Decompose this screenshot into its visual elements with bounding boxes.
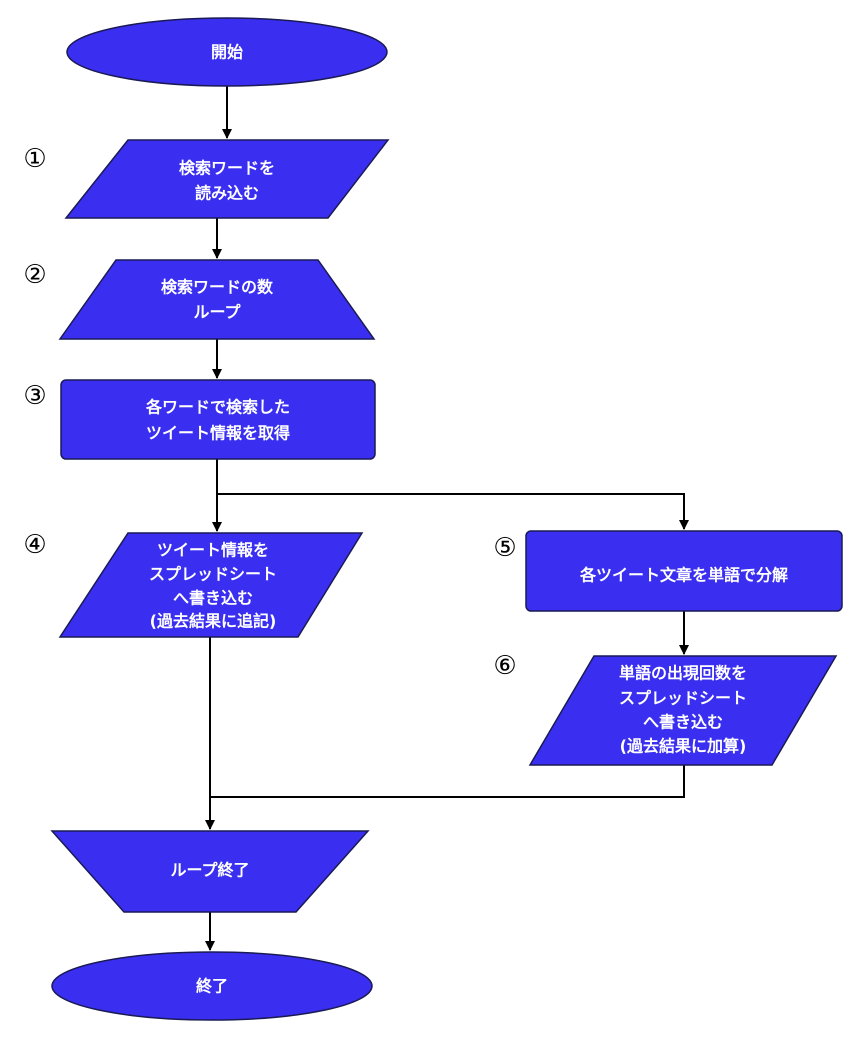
write-counts-line-1: 単語の出現回数を — [619, 664, 747, 683]
loop-end-label: ループ終了 — [170, 861, 249, 880]
write-tweets-node: ツイート情報を スプレッドシート へ書き込む (過去結果に追記) — [58, 532, 364, 638]
fetch-tweets-line-2: ツイート情報を取得 — [146, 424, 290, 443]
write-counts-node: 単語の出現回数を スプレッドシート へ書き込む (過去結果に加算) — [528, 655, 838, 766]
write-tweets-line-3: へ書き込む — [173, 589, 253, 608]
start-node: 開始 — [66, 17, 388, 87]
connectors — [205, 86, 689, 951]
step-number-5: ⑤ — [493, 533, 516, 563]
write-counts-line-3: へ書き込む — [643, 713, 723, 732]
step-number-3: ③ — [23, 381, 46, 411]
loop-begin-line-2: ループ — [193, 303, 241, 322]
step-number-2: ② — [23, 260, 46, 290]
write-counts-line-4: (過去結果に加算) — [620, 737, 747, 756]
edge-write-counts-merge — [210, 765, 685, 798]
step-number-1: ① — [23, 144, 46, 174]
end-label: 終了 — [196, 977, 228, 996]
fetch-tweets-node: 各ワードで検索した ツイート情報を取得 — [60, 379, 376, 460]
step-number-4: ④ — [23, 530, 46, 560]
fetch-tweets-line-1: 各ワードで検索した — [145, 398, 290, 417]
write-counts-line-2: スプレッドシート — [619, 689, 747, 708]
step-number-6: ⑥ — [493, 651, 516, 681]
loop-begin-node: 検索ワードの数 ループ — [58, 259, 376, 340]
write-tweets-line-4: (過去結果に追記) — [150, 612, 277, 631]
read-words-line-1: 検索ワードを — [179, 159, 275, 178]
write-tweets-line-2: スプレッドシート — [149, 565, 277, 584]
read-words-node: 検索ワードを 読み込む — [64, 139, 390, 219]
loop-end-node: ループ終了 — [50, 830, 370, 913]
start-label: 開始 — [211, 43, 243, 62]
write-tweets-line-1: ツイート情報を — [157, 541, 269, 560]
loop-begin-line-1: 検索ワードの数 — [161, 278, 274, 297]
read-words-line-2: 読み込む — [195, 184, 259, 203]
end-node: 終了 — [51, 951, 373, 1021]
edge-branch-to-split — [217, 493, 689, 530]
split-words-node: 各ツイート文章を単語で分解 — [525, 530, 843, 612]
split-words-line-1: 各ツイート文章を単語で分解 — [579, 566, 788, 585]
